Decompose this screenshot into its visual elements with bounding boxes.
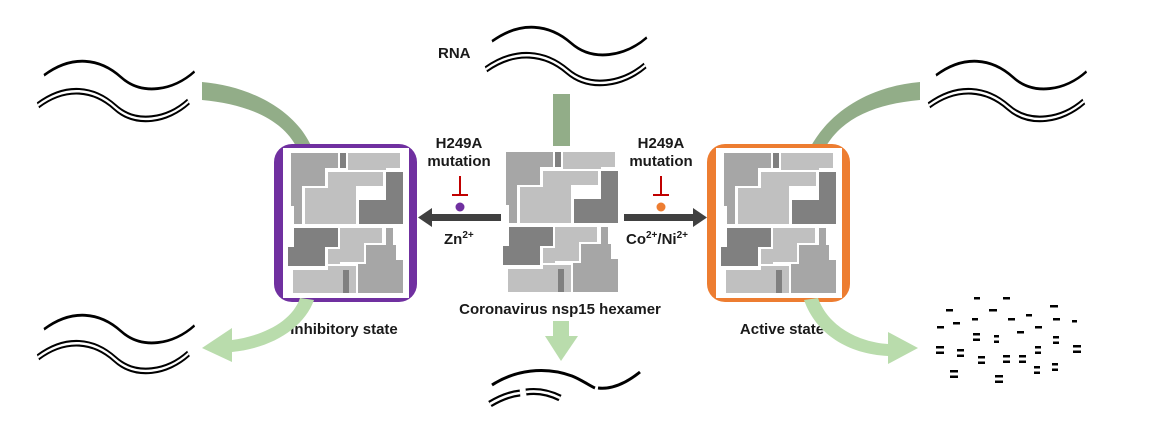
rna-fragment bbox=[957, 354, 964, 357]
rna-fragment bbox=[1053, 341, 1059, 344]
rna-input-arrow-right bbox=[810, 82, 920, 148]
hexamer-icon bbox=[498, 147, 624, 297]
rna-fragment bbox=[1026, 314, 1032, 317]
rna-fragment bbox=[1073, 345, 1081, 348]
active-hexamer bbox=[707, 144, 850, 302]
rna-fragment bbox=[978, 356, 985, 359]
rna-fragment bbox=[973, 338, 980, 341]
rna-fragment bbox=[950, 375, 958, 378]
rna-fragment bbox=[1072, 320, 1077, 323]
ssrna-strand bbox=[934, 59, 1088, 91]
rna-fragment bbox=[1050, 305, 1058, 308]
rna-fragment bbox=[1003, 360, 1010, 363]
rna-fragment bbox=[974, 297, 980, 300]
rna-output-center-cleaved bbox=[488, 369, 641, 408]
rna-fragment bbox=[1034, 371, 1040, 374]
zn-ion-icon bbox=[455, 202, 465, 212]
rna-input-arrow-left bbox=[202, 82, 312, 148]
active-state-label: Active state bbox=[740, 321, 824, 338]
rna-fragment bbox=[1003, 297, 1010, 300]
rna-fragment bbox=[994, 340, 999, 343]
mutation-right-line2: mutation bbox=[629, 153, 692, 170]
rna-fragment bbox=[1053, 336, 1059, 339]
rna-fragment bbox=[1052, 368, 1058, 371]
dsrna-strand bbox=[929, 91, 1084, 119]
rna-output-left bbox=[38, 313, 196, 371]
rna-fragment bbox=[953, 322, 960, 325]
rna-fragment bbox=[1008, 318, 1015, 321]
mutation-left-line1: H249A bbox=[436, 135, 483, 152]
mutation-left-line2: mutation bbox=[427, 153, 490, 170]
rna-fragment bbox=[995, 375, 1003, 378]
inhibit-icon-right bbox=[653, 176, 669, 196]
ssrna-strand bbox=[42, 59, 196, 91]
inhibitory-hexamer bbox=[274, 144, 417, 302]
rna-fragment bbox=[937, 326, 944, 329]
rna-fragment bbox=[1052, 363, 1058, 366]
rna-fragment bbox=[1034, 366, 1040, 369]
rna-fragment bbox=[1053, 318, 1060, 321]
output-arrow-center bbox=[545, 321, 578, 361]
rna-input-top bbox=[486, 25, 649, 83]
co-ni-label: Co2+/Ni2+ bbox=[626, 230, 688, 248]
rna-fragment bbox=[1019, 355, 1026, 358]
ssrna-strand bbox=[490, 25, 649, 57]
rna-fragment bbox=[950, 370, 958, 373]
rna-fragment bbox=[1035, 346, 1041, 349]
rna-input-right bbox=[929, 59, 1088, 119]
mutation-right-line1: H249A bbox=[638, 135, 685, 152]
hexamer-icon bbox=[283, 148, 409, 298]
output-arrow-right bbox=[804, 298, 918, 364]
rna-fragment bbox=[995, 380, 1003, 383]
rna-fragment bbox=[957, 349, 964, 352]
co-ion-icon bbox=[656, 202, 666, 212]
hexamer-icon bbox=[716, 148, 842, 298]
rna-fragment bbox=[1035, 326, 1042, 329]
rna-fragment bbox=[989, 309, 997, 312]
rna-fragment bbox=[1017, 331, 1024, 334]
rna-input-arrow bbox=[553, 94, 570, 146]
rna-label: RNA bbox=[438, 45, 471, 62]
rna-fragment bbox=[972, 318, 978, 321]
output-arrow-left bbox=[202, 298, 314, 362]
rna-fragment bbox=[1073, 350, 1081, 353]
rna-fragment bbox=[978, 361, 985, 364]
center-hexamer bbox=[498, 147, 624, 297]
rna-fragment bbox=[936, 351, 944, 354]
dsrna-strand bbox=[486, 55, 645, 83]
inhibitory-state-label: Inhibitory state bbox=[290, 321, 398, 338]
rna-fragment bbox=[1035, 351, 1041, 354]
rna-fragment bbox=[1003, 355, 1010, 358]
rna-input-left bbox=[38, 59, 196, 119]
rna-fragment bbox=[994, 335, 999, 338]
zn-label: Zn2+ bbox=[444, 230, 474, 248]
inhibit-icon-left bbox=[452, 176, 468, 196]
co-ni-arrow bbox=[624, 208, 707, 227]
ssrna-strand bbox=[42, 313, 196, 345]
zn-arrow bbox=[418, 208, 501, 227]
rna-fragment bbox=[973, 333, 980, 336]
dsrna-strand bbox=[38, 343, 189, 371]
rna-fragment bbox=[946, 309, 953, 312]
rna-fragment bbox=[936, 346, 944, 349]
center-caption: Coronavirus nsp15 hexamer bbox=[459, 301, 661, 318]
dsrna-strand bbox=[38, 91, 189, 119]
cleaved-fragments bbox=[936, 297, 1081, 383]
rna-fragment bbox=[1019, 360, 1026, 363]
